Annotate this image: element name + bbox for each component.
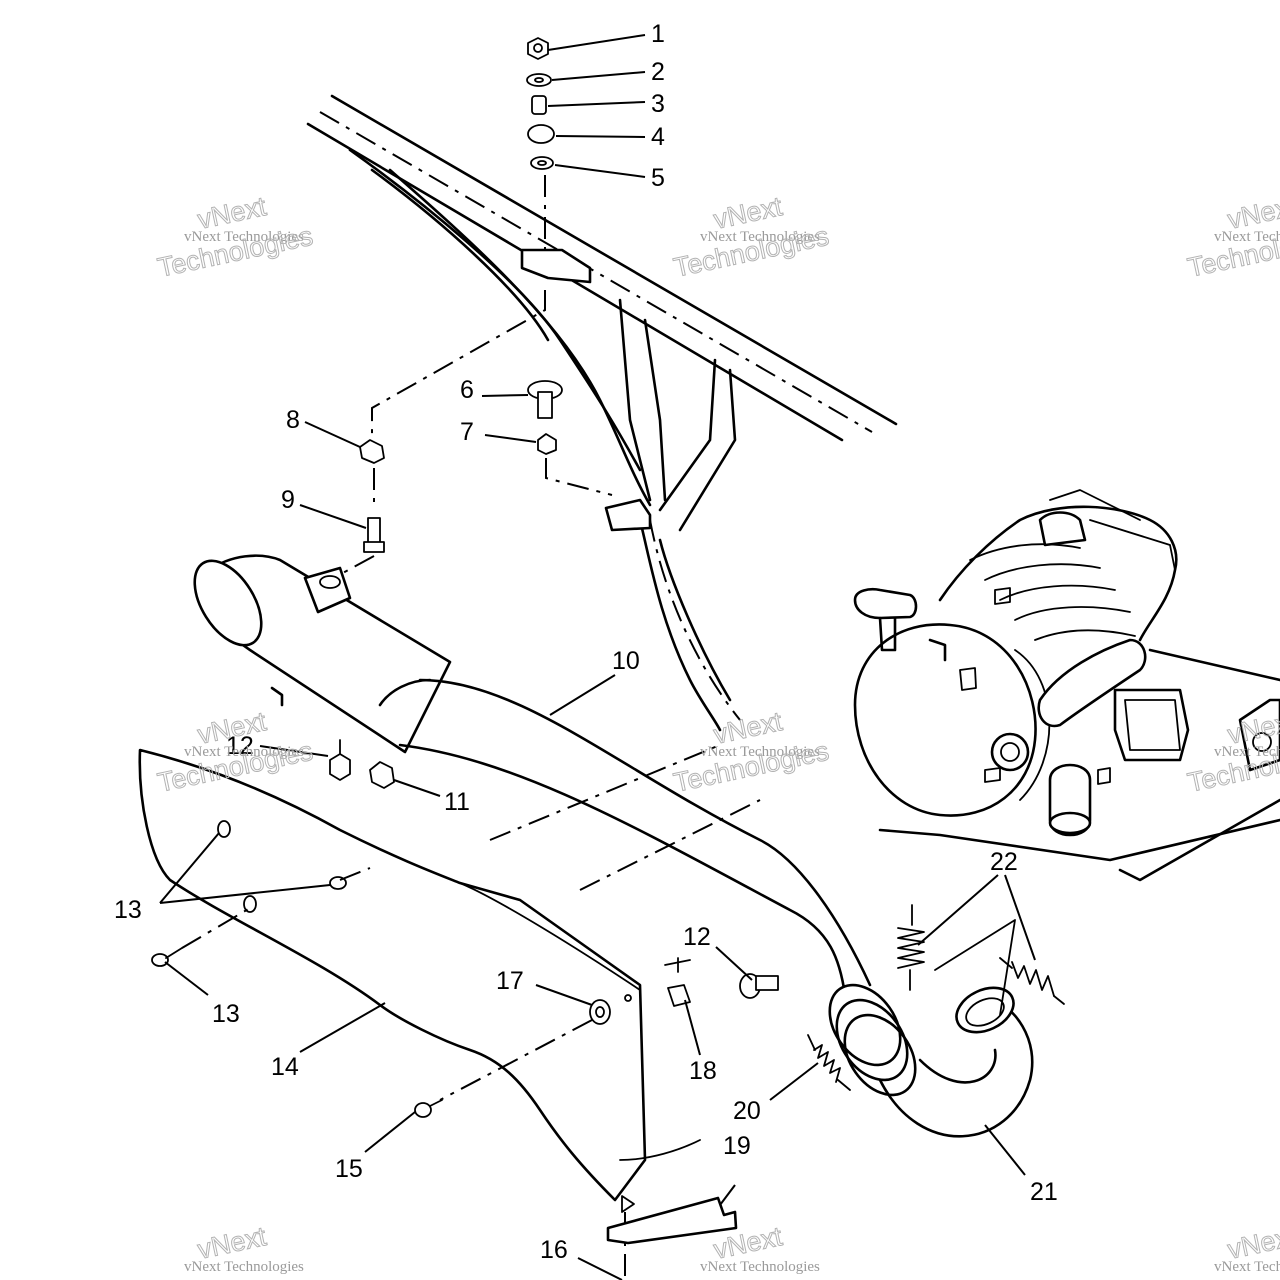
watermark-top-right: vNext vNext Technologies Technologies: [1185, 191, 1280, 284]
callout-4: 4: [651, 123, 665, 151]
svg-text:vNext Technologies: vNext Technologies: [1214, 229, 1280, 245]
callout-1: 1: [651, 20, 665, 48]
svg-text:vNext Technologies: vNext Technologies: [700, 1259, 820, 1275]
spacer-part: [531, 95, 547, 115]
callout-numbers: 1 2 3 4 5 6 7 8 9 10 11 12 12 13 13 14 1…: [114, 20, 1058, 1264]
callout-16: 16: [540, 1236, 568, 1264]
callout-6: 6: [460, 376, 474, 404]
engine-assembly: [853, 489, 1280, 882]
watermark-top-center: vNext vNext Technologies Technologies: [671, 191, 832, 284]
svg-text:vNext Technologies: vNext Technologies: [700, 744, 820, 760]
svg-text:vNext Technologies: vNext Technologies: [1214, 1259, 1280, 1275]
shield-hardware: [151, 739, 635, 1280]
callout-17: 17: [496, 967, 524, 995]
callout-3: 3: [651, 90, 665, 118]
callout-12-upper: 12: [226, 732, 254, 760]
watermark-mid-right: vNext vNext Technologies Technologies: [1185, 706, 1280, 799]
grommet-part: [527, 124, 555, 144]
watermark-bottom-right: vNext vNext Technologies: [1214, 1221, 1280, 1275]
svg-text:vNext Technologies: vNext Technologies: [1214, 744, 1280, 760]
mount-hardware: [329, 37, 613, 581]
svg-text:vNext Technologies: vNext Technologies: [700, 229, 820, 245]
callout-13-lower: 13: [212, 1000, 240, 1028]
washer-part-lower: [530, 156, 554, 170]
nut-part-8: [359, 439, 385, 464]
callout-14: 14: [271, 1053, 299, 1081]
callout-12-lower: 12: [683, 923, 711, 951]
callout-13-upper: 13: [114, 896, 142, 924]
callout-2: 2: [651, 58, 665, 86]
watermark-bottom-left: vNext vNext Technologies: [184, 1221, 304, 1275]
svg-text:vNext Technologies: vNext Technologies: [184, 229, 304, 245]
watermark-top-left: vNext vNext Technologies Technologies: [155, 191, 316, 284]
callout-20: 20: [733, 1097, 761, 1125]
nut-part: [527, 37, 549, 60]
clip-bolt: [664, 957, 779, 1007]
callout-22: 22: [990, 848, 1018, 876]
support-bracket: [606, 1196, 738, 1245]
washer-part: [526, 73, 552, 87]
callout-10: 10: [612, 647, 640, 675]
svg-text:vNext Technologies: vNext Technologies: [184, 744, 304, 760]
watermark-mid-center: vNext vNext Technologies Technologies: [671, 706, 832, 799]
callout-8: 8: [286, 406, 300, 434]
callout-7: 7: [460, 418, 474, 446]
svg-text:vNext Technologies: vNext Technologies: [184, 1259, 304, 1275]
watermark-bottom-center: vNext vNext Technologies: [700, 1221, 820, 1275]
muffler-assembly: [193, 554, 1034, 1138]
springs: [807, 904, 1065, 1091]
callout-21: 21: [1030, 1178, 1058, 1206]
callout-19: 19: [723, 1132, 751, 1160]
leader-lines: [159, 34, 1036, 1280]
frame-rails: [306, 94, 898, 732]
callout-5: 5: [651, 164, 665, 192]
callout-18: 18: [689, 1057, 717, 1085]
callout-15: 15: [335, 1155, 363, 1183]
callout-11: 11: [444, 788, 470, 816]
callout-9: 9: [281, 486, 295, 514]
